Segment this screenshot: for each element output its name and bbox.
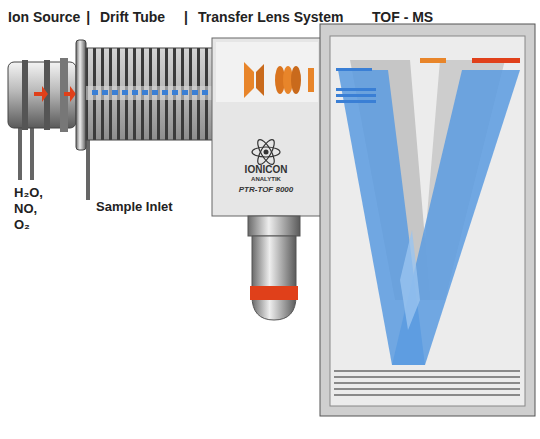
section-heading: Transfer Lens System: [198, 10, 344, 25]
gas-label: O₂: [14, 218, 30, 232]
separator: |: [86, 10, 90, 25]
gas-label: NO,: [14, 202, 37, 216]
gas-label: H₂O,: [14, 186, 43, 200]
section-heading: Drift Tube: [100, 10, 165, 25]
separator: |: [184, 10, 188, 25]
model-name: PTR-TOF 8000: [239, 186, 294, 195]
section-heading: TOF - MS: [372, 10, 433, 25]
logo-text: IONICON: [245, 164, 288, 175]
section-heading: Ion Source: [8, 10, 80, 25]
logo-subtext: ANALYTIK: [251, 176, 281, 183]
part-label: Sample Inlet: [96, 200, 173, 214]
